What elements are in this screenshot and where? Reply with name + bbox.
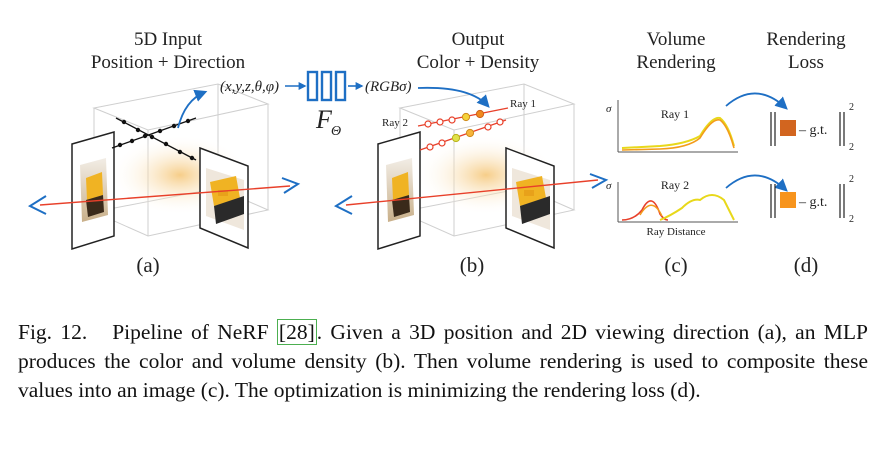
- panel-c-plot1-sigma: σ: [606, 103, 612, 115]
- caption-text-after-ref: . Given a 3D position and 2D viewing dir…: [18, 320, 868, 402]
- panel-c-arrow-2: [725, 174, 788, 192]
- panel-b-left-image: [377, 131, 421, 251]
- panel-d-loss-ray2: – g.t. 2 2: [770, 174, 854, 225]
- panel-a-ray-direction-arrow-right: [281, 177, 301, 194]
- panel-c: Volume Rendering σ Ray 1 σ Ray 2 Ray Dis…: [606, 29, 788, 277]
- panel-b-label: (b): [460, 253, 485, 277]
- panel-d-subscript-1: 2: [849, 142, 854, 153]
- panel-b: Output Color + Density: [333, 29, 609, 277]
- panel-b-ray2-label: Ray 2: [382, 117, 408, 129]
- panel-d-subscript-2: 2: [849, 214, 854, 225]
- panel-c-plot2-ray-label: Ray 2: [661, 178, 689, 192]
- panel-a-title-line2: Position + Direction: [91, 52, 246, 73]
- panel-b-ray-red: [345, 179, 599, 206]
- panel-c-plot-ray2: σ Ray 2 Ray Distance: [606, 178, 738, 238]
- panel-c-plot1-ray-label: Ray 1: [661, 107, 689, 121]
- panel-c-arrow-1: [725, 92, 788, 110]
- panel-d-label: (d): [794, 253, 819, 277]
- panel-a-input-tuple: (x,y,z,θ,φ): [220, 79, 279, 95]
- panel-d-power-1: 2: [849, 102, 854, 113]
- panel-b-title-line1: Output: [452, 29, 506, 50]
- figure-caption: Fig. 12. Pipeline of NeRF [28]. Given a …: [18, 318, 868, 405]
- panel-d-swatch-2: [780, 192, 796, 208]
- panel-d-title-line2: Loss: [788, 52, 824, 73]
- panel-d-gt-1: – g.t.: [798, 123, 827, 138]
- panel-b-colored-samples: [417, 86, 509, 151]
- panel-a-left-image: [71, 131, 115, 251]
- panel-a-ray-red: [39, 185, 291, 206]
- mlp-symbol: F: [315, 105, 333, 134]
- panel-c-title-line2: Rendering: [636, 52, 716, 73]
- caption-text-before-ref: Pipeline of NeRF: [112, 320, 277, 344]
- mlp-layer-1: [306, 70, 319, 102]
- panel-d: Rendering Loss – g.t. 2 2 – g.t. 2 2 (d): [766, 29, 854, 277]
- panel-b-ray-direction-arrow-left: [333, 195, 353, 215]
- panel-b-ray1-label: Ray 1: [510, 98, 536, 110]
- panel-a: 5D Input Position + Direction: [27, 29, 301, 277]
- caption-citation-link[interactable]: [28]: [276, 319, 317, 345]
- panel-a-ray-direction-arrow-left: [27, 195, 47, 215]
- mlp-subscript: Θ: [331, 124, 341, 139]
- panel-b-title-line2: Color + Density: [417, 52, 540, 73]
- panel-d-gt-2: – g.t.: [798, 195, 827, 210]
- mlp-layer-2: [320, 70, 333, 102]
- panel-c-xaxis-label: Ray Distance: [647, 226, 706, 238]
- panel-d-title-line1: Rendering: [766, 29, 846, 50]
- panel-a-sample-rays: [111, 89, 208, 161]
- panel-c-plot-ray1: σ Ray 1: [606, 100, 738, 153]
- panel-b-ray-direction-arrow-right: [589, 173, 609, 189]
- panel-c-label: (c): [664, 253, 687, 277]
- mlp-output-tuple: (RGBσ): [365, 79, 412, 95]
- panel-b-right-image: [505, 146, 555, 250]
- panel-a-right-image: [199, 146, 249, 250]
- mlp-block: F Θ (RGBσ): [285, 70, 412, 139]
- caption-fig-label: Fig. 12.: [18, 320, 88, 344]
- panel-d-swatch-1: [780, 120, 796, 136]
- panel-c-title-line1: Volume: [647, 29, 706, 50]
- nerf-pipeline-figure: 5D Input Position + Direction: [27, 29, 854, 277]
- mlp-layer-3: [334, 70, 347, 102]
- panel-a-label: (a): [136, 253, 159, 277]
- panel-d-loss-ray1: – g.t. 2 2: [770, 102, 854, 153]
- panel-a-title-line1: 5D Input: [134, 29, 203, 50]
- panel-d-power-2: 2: [849, 174, 854, 185]
- panel-c-plot2-sigma: σ: [606, 180, 612, 192]
